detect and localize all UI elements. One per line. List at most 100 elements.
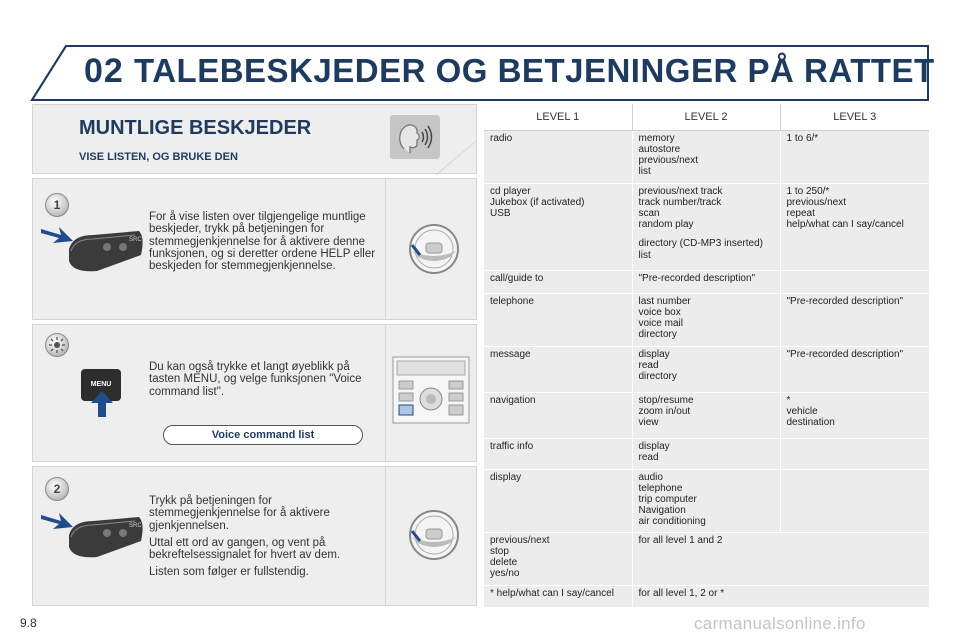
pointer-arrow-icon (41, 227, 73, 243)
pointer-arrow-icon (41, 513, 73, 529)
cell-line: trip computer (638, 493, 697, 505)
svg-text:SRC: SRC (129, 523, 142, 529)
voice-command-list-button[interactable]: Voice command list (163, 425, 363, 445)
table-header-row: LEVEL 1 LEVEL 2 LEVEL 3 (484, 104, 929, 131)
level-1-cell: display (484, 468, 632, 532)
cell-line: for all level 1 and 2 (638, 534, 723, 546)
level-3-cell (779, 468, 929, 532)
cell-line: display (638, 348, 670, 360)
radio-panel-icon (392, 356, 470, 424)
cell-line: * (786, 394, 791, 406)
tip-text: Du kan også trykke et langt øyeblikk på … (149, 361, 362, 398)
level-3-cell: "Pre-recorded description" (779, 345, 929, 392)
level-3-cell: 1 to 6/* (779, 129, 929, 183)
section-subtitle: VISE LISTEN, OG BRUKE DEN (79, 151, 238, 163)
cell-line: call/guide to (490, 272, 544, 284)
cell-line: zoom in/out (638, 405, 691, 417)
cell-line: voice box (638, 306, 681, 318)
level-2-cell: "Pre-recorded description" (631, 269, 780, 293)
cell-line: 1 to 250/* (786, 185, 830, 197)
step-1-text: For å vise listen over tilgjengelige mun… (149, 211, 376, 273)
cell-line: Navigation (638, 505, 686, 517)
voice-command-icon (390, 115, 440, 159)
cell-line: USB (490, 207, 511, 219)
level-1-cell: message (484, 345, 632, 392)
cell-line: view (638, 416, 659, 428)
level-1-cell: navigation (484, 391, 632, 438)
cell-line: air conditioning (638, 516, 706, 528)
cell-line: delete (490, 556, 518, 568)
step-2-paragraph-1: Trykk på betjeningen for stemmegjenkjenn… (149, 495, 330, 532)
level-1-cell: radio (484, 129, 632, 183)
level-1-cell: telephone (484, 292, 632, 346)
cell-line: "Pre-recorded description" (786, 348, 904, 360)
cell-line: help/what can I say/cancel (786, 219, 904, 231)
cell-line: audio (638, 471, 663, 483)
level-3-cell: "Pre-recorded description" (779, 292, 929, 346)
cell-line: destination (786, 416, 835, 428)
column-header-level-2: LEVEL 2 (631, 104, 780, 131)
cell-line: list (638, 166, 651, 178)
cell-line: * help/what can I say/cancel (490, 587, 614, 599)
cell-line: telephone (490, 295, 534, 307)
page-title: TALEBESKJEDER OG BETJENINGER PÅ RATTET (134, 52, 935, 89)
cell-line: autostore (638, 143, 681, 155)
cell-line: yes/no (490, 568, 520, 580)
page-header: 02 TALEBESKJEDER OG BETJENINGER PÅ RATTE… (30, 44, 934, 104)
cell-line: previous/next track (638, 185, 723, 197)
steering-stalk-icon: SRC (69, 231, 143, 272)
cell-line: telephone (638, 482, 683, 494)
cell-line: traffic info (490, 440, 534, 452)
step-2-paragraph-2: Uttal ett ord av gangen, og vent på bekr… (149, 536, 341, 562)
cell-line: cd player (490, 185, 531, 197)
steering-wheel-icon (409, 510, 459, 560)
panel-divider (385, 179, 386, 319)
cell-line: Jukebox (if activated) (490, 196, 585, 208)
step-badge-2: 2 (45, 477, 69, 501)
step-2-panel: 2 SRC Trykk på betjeningen for stemmegje… (32, 466, 477, 606)
lightbulb-icon (49, 337, 65, 353)
panel-divider (385, 325, 386, 461)
level-2-cell: for all level 1 and 2 (631, 531, 929, 585)
steering-stalk-icon: SRC (69, 517, 143, 558)
level-2-cell: for all level 1, 2 or * (631, 584, 929, 607)
page-number: 9.8 (20, 616, 37, 630)
section-title: MUNTLIGE BESKJEDER (79, 117, 312, 139)
table-row: call/guide to "Pre-recorded description" (484, 269, 929, 293)
cell-line: display (638, 440, 670, 452)
cell-line: previous/next (490, 534, 550, 546)
tip-badge (45, 333, 69, 357)
column-header-level-1: LEVEL 1 (484, 104, 632, 131)
cell-line: stop/resume (638, 394, 694, 406)
watermark: carmanualsonline.info (694, 614, 866, 633)
cell-line: last number (638, 295, 691, 307)
level-1-cell: traffic info (484, 437, 632, 469)
svg-text:SRC: SRC (129, 237, 142, 243)
step-2-text: Trykk på betjeningen for stemmegjenkjenn… (149, 495, 377, 584)
cell-line: directory (638, 370, 677, 382)
level-1-cell: call/guide to (484, 269, 632, 293)
cell-line: vehicle (786, 405, 818, 417)
cell-line: previous/next (638, 154, 698, 166)
column-header-level-3: LEVEL 3 (779, 104, 929, 131)
header-frame (30, 45, 929, 101)
level-1-cell: * help/what can I say/cancel (484, 584, 632, 607)
cell-line: read (638, 451, 659, 463)
